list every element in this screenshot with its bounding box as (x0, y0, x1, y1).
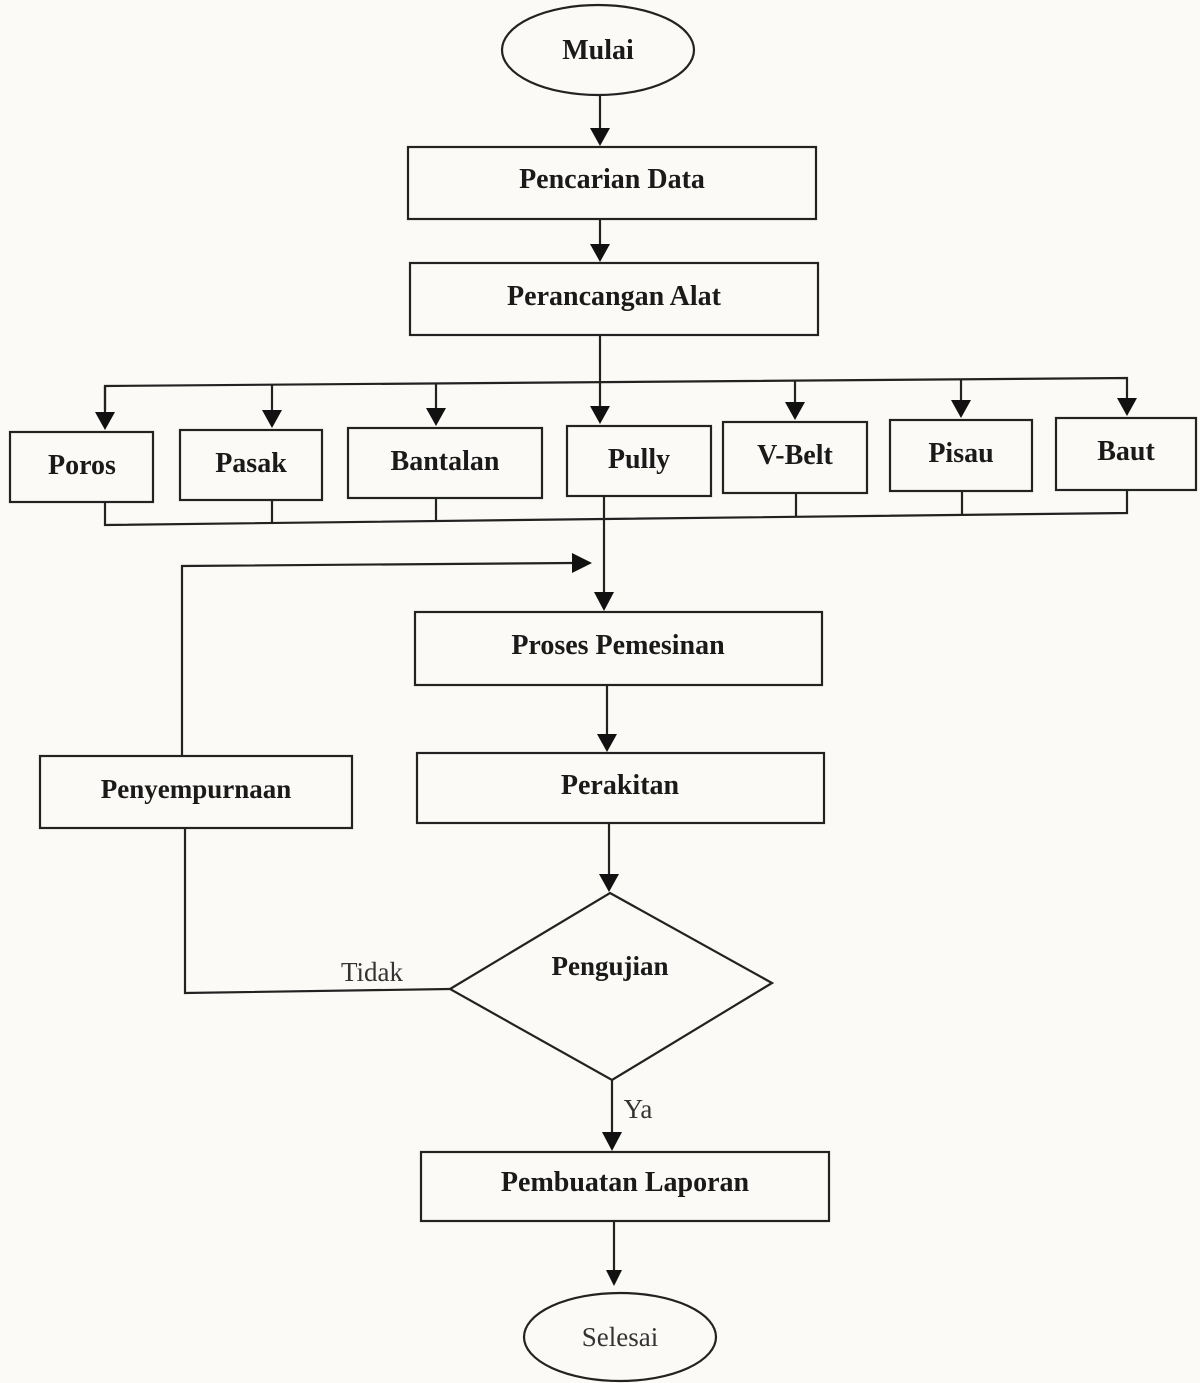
step-perakitan-label: Perakitan (561, 770, 680, 801)
step-pembuatan-laporan: Pembuatan Laporan (419, 1150, 831, 1223)
arrowhead-laporan (602, 1132, 622, 1151)
edge-label-tidak: Tidak (341, 957, 404, 987)
arrowhead-pisau (951, 400, 971, 418)
component-pully-label: Pully (608, 444, 670, 475)
start-label: Mulai (562, 35, 634, 66)
arrowhead-pully (590, 406, 610, 424)
step-perancangan-alat: Perancangan Alat (408, 261, 820, 337)
edges (95, 94, 1137, 1286)
arrowhead-baut (1117, 398, 1137, 416)
arrowhead-poros (95, 412, 115, 430)
component-bantalan: Bantalan (346, 426, 544, 500)
component-bantalan-label: Bantalan (391, 446, 500, 477)
end-node: Selesai (522, 1291, 718, 1383)
component-pisau-label: Pisau (928, 438, 993, 469)
edge-tidak-to-penyempurnaan (183, 827, 451, 995)
arrowhead-perancangan (590, 244, 610, 262)
component-v-belt: V-Belt (721, 420, 869, 495)
step-perakitan: Perakitan (415, 751, 826, 825)
distribution-bus (103, 376, 1129, 410)
component-pisau: Pisau (888, 418, 1034, 493)
component-baut-label: Baut (1097, 436, 1155, 467)
arrowhead-selesai (606, 1270, 622, 1286)
decision-pengujian: Pengujian (447, 891, 775, 1082)
arrowhead-pencarian (590, 128, 610, 146)
arrowhead-vbelt (785, 402, 805, 420)
step-pencarian-data-label: Pencarian Data (519, 164, 705, 195)
arrowhead-bantalan (426, 408, 446, 426)
edge-label-ya: Ya (624, 1094, 653, 1124)
start-node: Mulai (500, 3, 696, 97)
component-poros-label: Poros (48, 450, 116, 481)
step-penyempurnaan-label: Penyempurnaan (101, 774, 292, 804)
step-perancangan-alat-label: Perancangan Alat (507, 281, 722, 312)
edge-penyempurnaan-loop (180, 561, 573, 756)
step-proses-pemesinan: Proses Pemesinan (413, 610, 824, 687)
step-proses-pemesinan-label: Proses Pemesinan (511, 630, 725, 661)
step-pembuatan-laporan-label: Pembuatan Laporan (501, 1167, 750, 1198)
component-pasak-label: Pasak (215, 448, 287, 479)
component-pasak: Pasak (178, 428, 324, 502)
component-v-belt-label: V-Belt (757, 440, 833, 471)
component-baut: Baut (1054, 416, 1198, 492)
arrowhead-loop (572, 553, 592, 573)
end-label: Selesai (582, 1322, 658, 1352)
arrowhead-pasak (262, 410, 282, 428)
component-pully: Pully (565, 424, 713, 498)
step-pencarian-data: Pencarian Data (406, 145, 818, 221)
arrowhead-perakitan (597, 734, 617, 752)
arrowhead-pengujian (599, 874, 619, 892)
arrowhead-pemesinan (594, 592, 614, 611)
decision-pengujian-label: Pengujian (551, 951, 668, 981)
step-penyempurnaan: Penyempurnaan (38, 754, 354, 830)
component-poros: Poros (8, 430, 155, 504)
